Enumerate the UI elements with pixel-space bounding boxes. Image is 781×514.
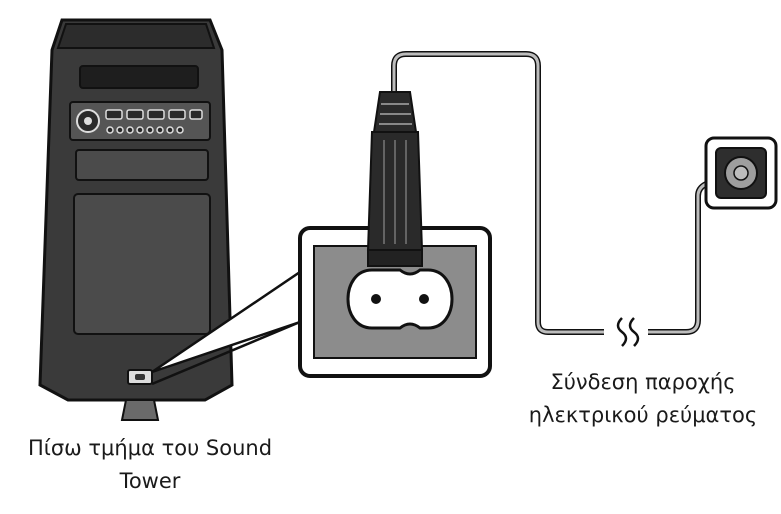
tower-top-cap [56,23,216,49]
plug-strain-relief [372,91,418,133]
label-panel [75,149,209,181]
sound-tower-back [38,18,234,421]
power-inlet-closeup [298,226,492,378]
caption-line: Σύνδεση παροχής [550,370,736,394]
handle-slot [79,65,199,89]
power-connection-caption: Σύνδεση παροχής ηλεκτρικού ρεύματος [505,366,781,432]
tower-foot [120,399,160,421]
power-plug [366,51,606,335]
caption-line: Tower [119,469,181,493]
figure8-socket-icon [346,268,454,330]
wall-socket-icon [704,136,778,210]
caption-line: ηλεκτρικού ρεύματος [528,403,758,427]
panel-buttons [105,109,203,134]
caption-line: Πίσω τμήμα του Sound [27,436,273,460]
cable-break [604,175,722,347]
rear-grille [73,193,211,335]
sound-tower-back-caption: Πίσω τμήμα του Sound Tower [0,432,300,498]
